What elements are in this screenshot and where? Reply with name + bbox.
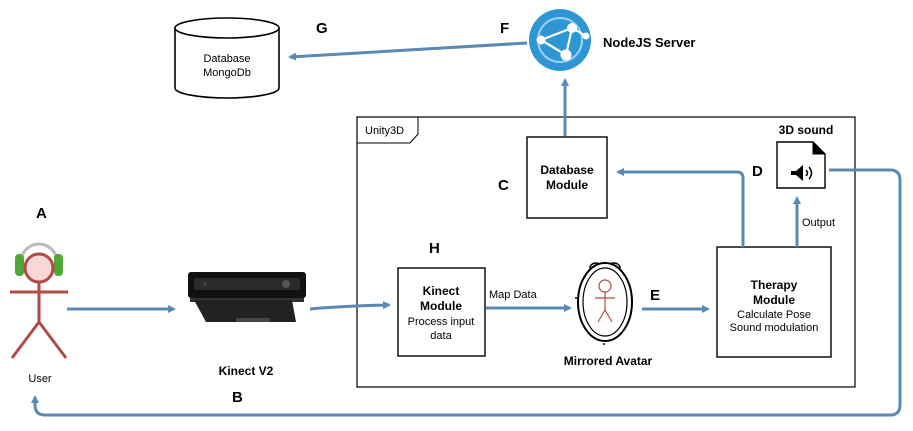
letter-a: A <box>36 205 47 222</box>
letter-c: C <box>498 177 509 194</box>
output-label: Output <box>802 217 835 229</box>
therapy-module-node: Therapy Module Calculate Pose Sound modu… <box>716 246 832 358</box>
therapy-module-line1: Therapy <box>751 278 798 292</box>
arrow-server-to-database <box>288 41 528 61</box>
unity3d-tab <box>357 117 419 144</box>
unity3d-boundary <box>356 116 856 388</box>
letter-f: F <box>500 20 509 37</box>
kinect-module-box <box>397 267 486 357</box>
database-mongodb-node: Database MongoDb <box>174 17 280 99</box>
arrow-kinect-to-module <box>309 301 391 311</box>
database-label-line2: MongoDb <box>203 67 251 79</box>
user-head-icon <box>23 252 55 284</box>
therapy-module-line3: Calculate Pose <box>737 309 811 321</box>
map-data-label: Map Data <box>489 289 538 301</box>
letter-d: D <box>752 163 763 180</box>
database-label-line1: Database <box>203 53 250 65</box>
database-cylinder-body <box>174 28 280 99</box>
kinect-v2-node: Kinect V2 <box>188 272 306 378</box>
database-module-node: Database Module <box>526 136 608 219</box>
database-module-box <box>526 136 608 219</box>
letter-h: H <box>429 240 440 257</box>
kinect-module-node: Kinect Module Process input data <box>397 267 486 357</box>
letter-e: E <box>650 287 660 304</box>
therapy-module-line4: Sound modulation <box>730 322 819 334</box>
unity3d-frame: Unity3D <box>356 116 856 388</box>
therapy-module-line2: Module <box>753 293 795 307</box>
user-node: User <box>10 242 68 385</box>
kinect-module-line1: Kinect <box>423 284 460 298</box>
user-label: User <box>28 373 52 385</box>
database-cylinder-top <box>174 17 280 39</box>
nodejs-server-label: NodeJS Server <box>603 35 696 50</box>
kinect-module-line3: Process input <box>408 316 475 328</box>
arrow-sound-to-user <box>31 168 902 417</box>
database-module-line1: Database <box>540 163 594 177</box>
letter-g: G <box>316 20 328 37</box>
kinect-module-line4: data <box>430 330 452 342</box>
speaker-icon <box>791 165 803 181</box>
letter-b: B <box>232 389 243 406</box>
mirrored-avatar-node: Mirrored Avatar <box>564 262 653 368</box>
nodejs-server-node: NodeJS Server <box>529 9 696 71</box>
kinect-v2-label: Kinect V2 <box>219 364 274 378</box>
therapy-module-box <box>716 246 832 358</box>
kinect-module-line2: Module <box>420 299 462 313</box>
database-module-line2: Module <box>546 178 588 192</box>
unity3d-label: Unity3D <box>365 125 404 137</box>
arrow-therapy-to-dbmodule <box>616 168 745 247</box>
mirrored-avatar-label: Mirrored Avatar <box>564 354 653 368</box>
3d-sound-label: 3D sound <box>779 123 834 137</box>
3d-sound-node: 3D sound Output <box>776 123 835 229</box>
